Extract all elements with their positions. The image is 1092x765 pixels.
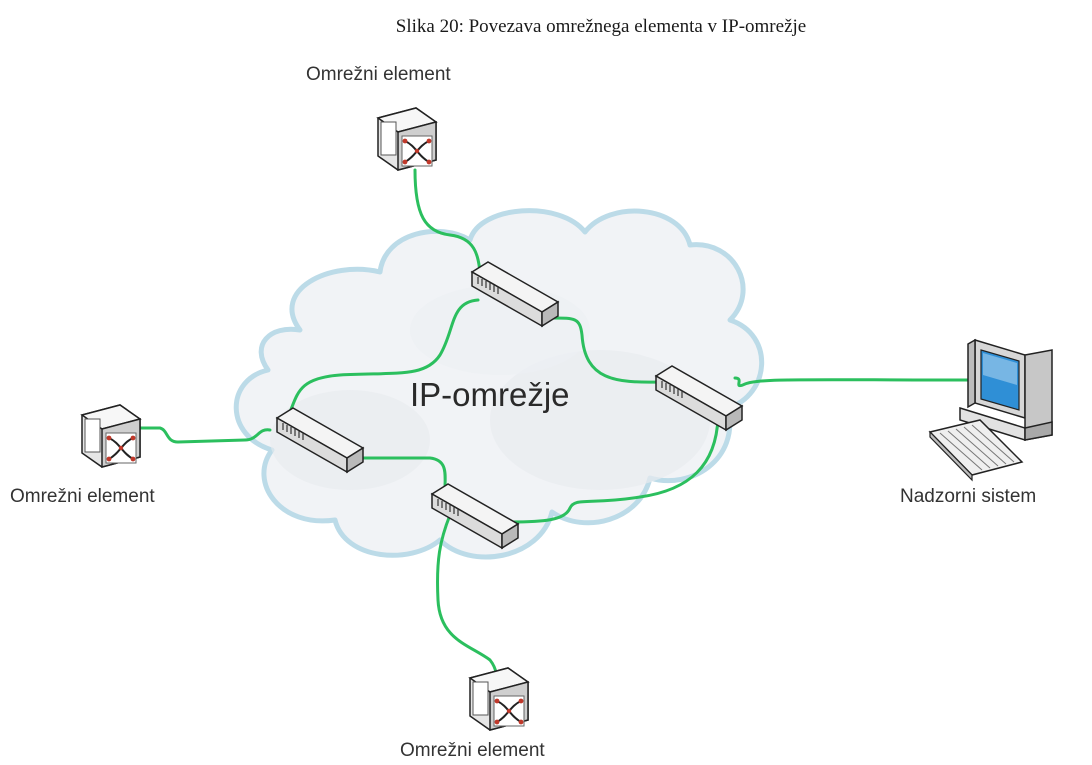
element-left-label: Omrežni element	[10, 486, 155, 507]
cloud-label: IP-omrežje	[410, 376, 570, 413]
network-element-icon	[81, 404, 141, 468]
link-top-left	[288, 298, 480, 414]
network-element-icon	[469, 667, 529, 731]
computer-icon	[928, 338, 1053, 482]
network-links	[135, 168, 982, 692]
link-top-right	[551, 316, 662, 384]
network-element-icon	[377, 107, 437, 171]
element-bottom-label: Omrežni element	[400, 740, 545, 761]
link-left-bottom	[356, 456, 447, 490]
element-top-label: Omrežni element	[306, 64, 451, 85]
link-monitoring	[733, 376, 982, 388]
link-right-bottom	[508, 416, 720, 524]
link-top-element	[413, 168, 482, 274]
monitoring-system-label: Nadzorni sistem	[900, 486, 1037, 507]
figure-caption: Slika 20: Povezava omrežnega elementa v …	[395, 16, 807, 37]
link-left-element	[135, 426, 272, 444]
